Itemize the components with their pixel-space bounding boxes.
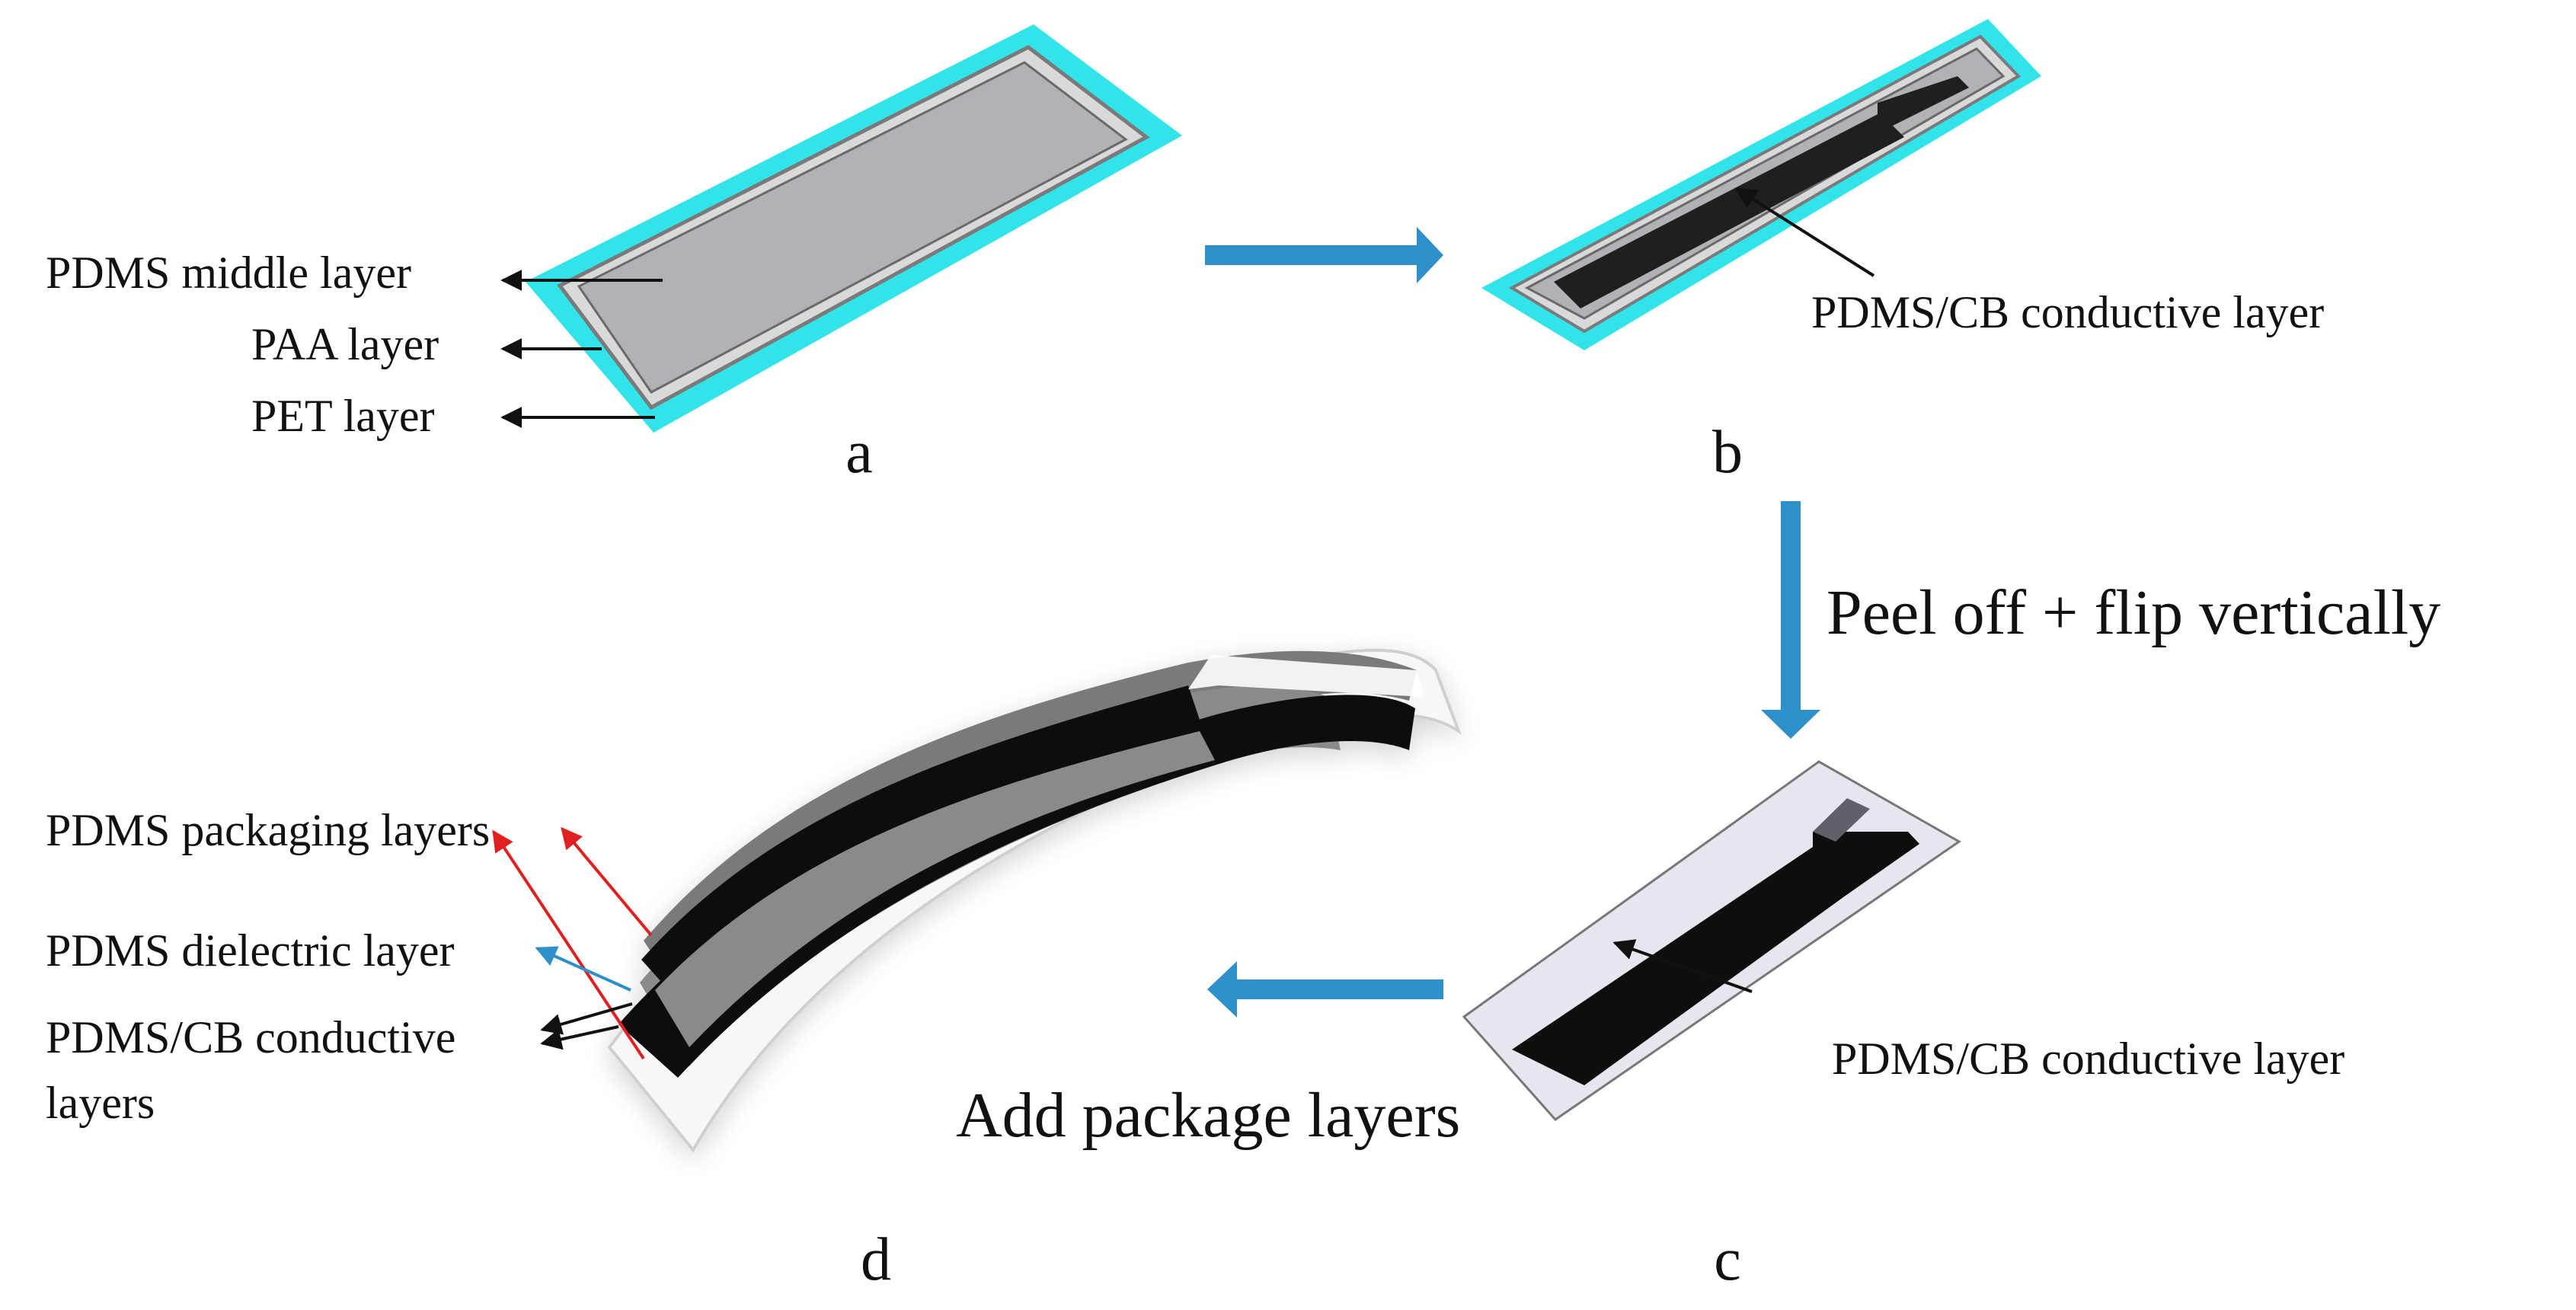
label-pet-layer: PET layer <box>251 391 435 441</box>
label-cb-conductive-c: PDMS/CB conductive layer <box>1832 1034 2344 1084</box>
label-paa-layer: PAA layer <box>251 319 439 369</box>
panel-b: PDMS/CB conductive layer b <box>1481 19 2324 486</box>
panel-a: PDMS middle layer PAA layer PET layer a <box>46 24 1182 486</box>
cb-electrode-shape-b <box>1554 76 1969 308</box>
label-pdms-packaging: PDMS packaging layers <box>46 805 490 855</box>
pdms-middle-layer-shape <box>577 61 1128 394</box>
panel-letter-a: a <box>845 419 873 486</box>
pointer-packaging-red-1 <box>561 826 653 937</box>
pointer-packaging-red-2 <box>492 829 645 1060</box>
pointer-conductive-1 <box>540 1002 633 1035</box>
label-pdms-dielectric: PDMS dielectric layer <box>46 925 455 976</box>
pointer-cb-b <box>1734 187 1875 277</box>
label-cb-conductive-d-line1: PDMS/CB conductive <box>46 1012 455 1062</box>
panel-c: PDMS/CB conductive layer c <box>1462 760 2344 1293</box>
flexible-sensor-stack <box>607 648 1462 1153</box>
panel-letter-d: d <box>861 1226 891 1293</box>
label-cb-conductive-b: PDMS/CB conductive layer <box>1811 287 2324 337</box>
cb-electrode-shape-c <box>1512 832 1919 1085</box>
pointer-conductive-2 <box>540 1025 619 1050</box>
step-label-peel-flip: Peel off + flip vertically <box>1827 577 2440 648</box>
panel-d: PDMS packaging layers PDMS dielectric la… <box>46 648 1462 1293</box>
gray-middle-layer <box>655 731 1215 1047</box>
pointer-cb-c <box>1612 939 1753 993</box>
label-cb-conductive-d-line2: layers <box>46 1078 155 1128</box>
label-pdms-middle-layer: PDMS middle layer <box>46 248 411 298</box>
flow-arrow-c-to-d <box>1207 961 1443 1018</box>
pointer-dielectric-blue <box>535 946 631 992</box>
flow-arrow-a-to-b <box>1205 227 1443 283</box>
panel-letter-b: b <box>1712 419 1743 486</box>
cb-electrode-tab-c <box>1813 798 1870 842</box>
panel-letter-c: c <box>1714 1226 1741 1293</box>
step-label-add-package: Add package layers <box>956 1080 1460 1151</box>
electrode-tab-white <box>1188 655 1424 697</box>
flow-arrow-b-to-c <box>1761 501 1820 739</box>
cb-band-lower <box>618 695 1415 1078</box>
